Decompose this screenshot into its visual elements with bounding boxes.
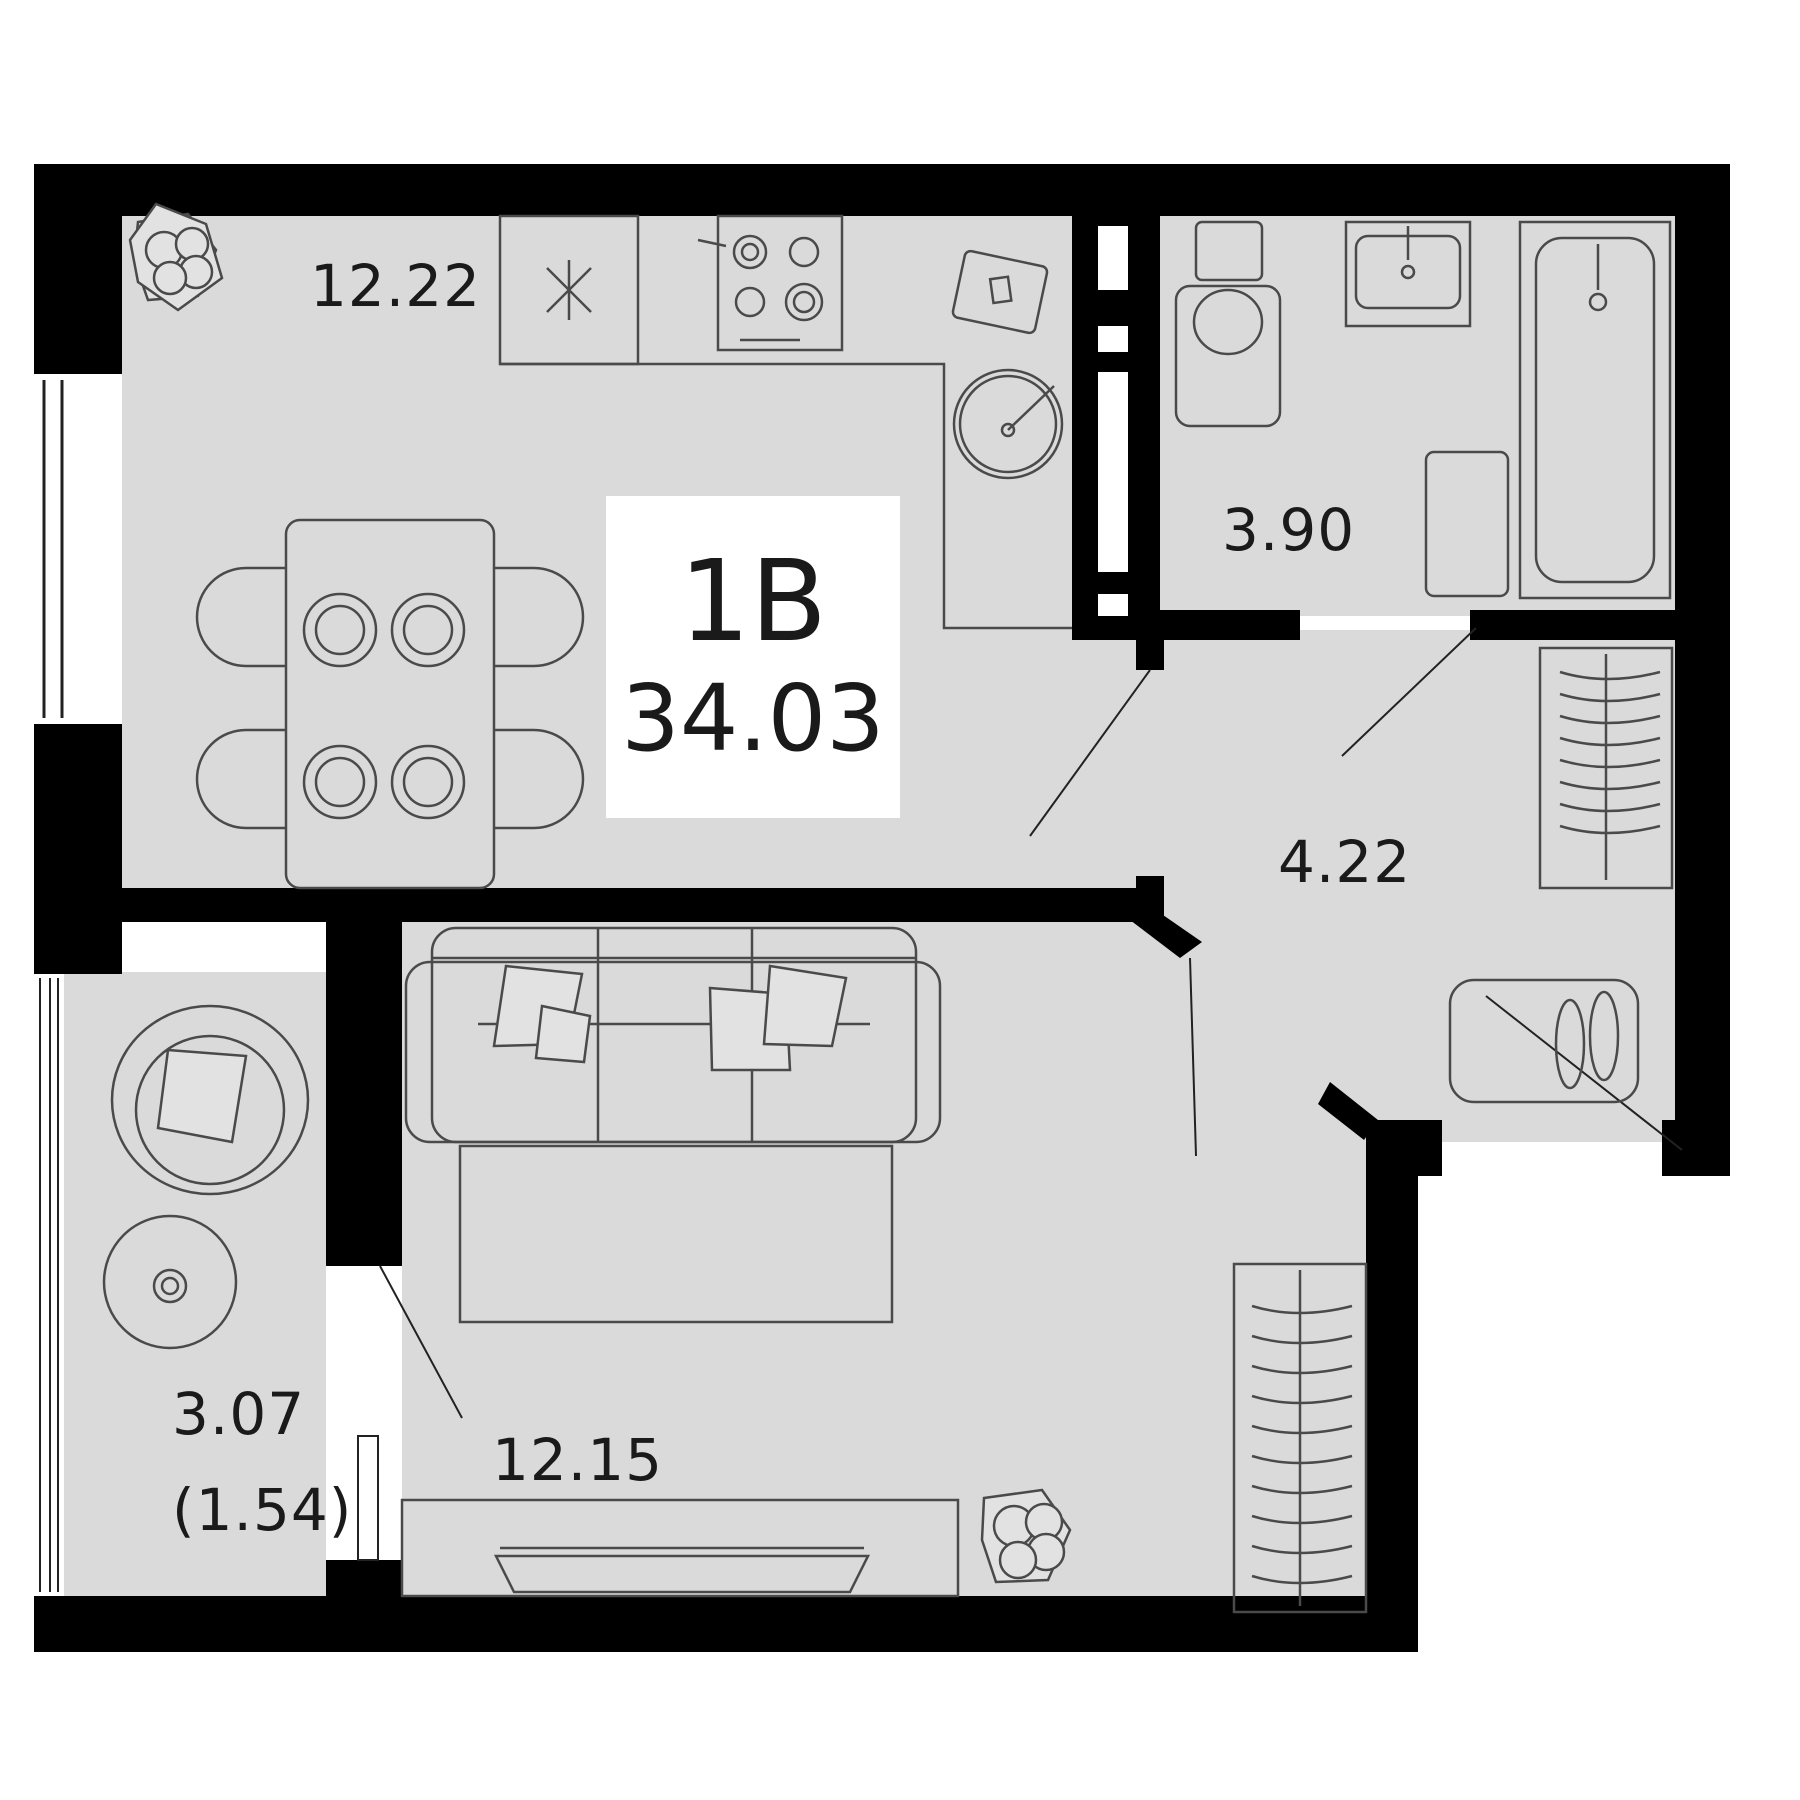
shoes-icon [1448, 978, 1640, 1104]
apartment-type: 1B [679, 537, 827, 667]
round-table-icon [102, 1214, 238, 1350]
wardrobe-icon [1538, 646, 1674, 890]
wall-top [34, 164, 1730, 216]
walls [34, 164, 1730, 1652]
bath-mat-icon [1424, 450, 1510, 598]
tv-stand-icon [400, 1498, 960, 1598]
wall-right [1675, 164, 1730, 1174]
wall-diagonal-a [1130, 906, 1202, 958]
door-entrance [1485, 995, 1683, 1151]
floor-bathroom [1160, 216, 1675, 616]
door-bedroom [1189, 957, 1197, 1157]
wall-right-corner [1662, 1120, 1730, 1176]
sink-icon [952, 368, 1064, 480]
floor-kitchen-living [122, 216, 1072, 888]
room-area-balcony: 3.07 [172, 1380, 305, 1448]
windows [34, 226, 1683, 1596]
plant-icon [128, 202, 224, 312]
room-area-balcony-reduced: (1.54) [172, 1476, 352, 1544]
room-area-bathroom: 3.90 [1222, 496, 1355, 564]
wall-bedroom-corner [1366, 1120, 1442, 1176]
window-left-upper [34, 374, 122, 724]
wall-diagonal-b [1318, 1082, 1378, 1140]
wall-middle [34, 888, 1158, 922]
dining-table-icon [195, 518, 585, 890]
door-balcony [379, 1265, 463, 1419]
wall-left-middle [34, 724, 122, 974]
wall-left-upper [34, 164, 122, 374]
toilet-icon [1174, 220, 1282, 428]
wall-partition-bottom [326, 1560, 402, 1652]
washbasin-icon [1344, 220, 1472, 328]
plant-icon [980, 1488, 1072, 1584]
apartment-label-box [606, 496, 900, 818]
armchair-icon [110, 1004, 310, 1196]
wall-bath-bottom-right [1470, 610, 1675, 640]
bathtub-icon [1518, 220, 1672, 600]
wall-partition-bed-balcony [326, 922, 402, 1266]
stove-icon [697, 214, 844, 352]
kitchen-counter [500, 362, 1072, 630]
room-area-hallway: 4.22 [1278, 828, 1411, 896]
room-area-bedroom: 12.15 [492, 1426, 663, 1494]
wall-stub [1136, 630, 1164, 670]
floor-areas [64, 216, 1675, 1620]
wall-right-bedroom [1366, 1148, 1418, 1652]
wardrobe-icon [1232, 1262, 1368, 1614]
cutting-board-icon [951, 249, 1049, 335]
sofa-icon [404, 926, 942, 1324]
door-bathroom [1341, 627, 1477, 757]
room-area-kitchen: 12.22 [310, 252, 481, 320]
door-kitchen [1029, 669, 1151, 837]
wall-bottom [34, 1596, 1418, 1652]
apartment-total-area: 34.03 [621, 665, 884, 772]
balcony-door-frame [357, 1435, 379, 1561]
